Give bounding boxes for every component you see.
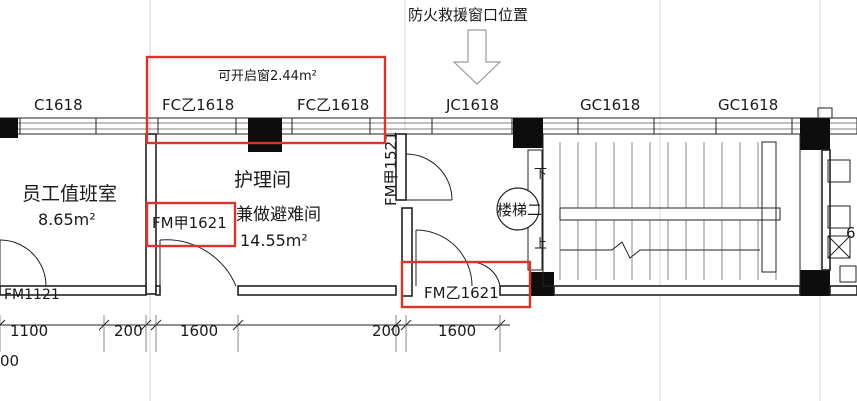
highlight-openable-window	[145, 55, 387, 145]
dimension-line	[0, 315, 510, 352]
window-label-c1618: C1618	[34, 96, 83, 114]
dim-partial: 00	[0, 352, 19, 370]
window-label-gc1618-right: GC1618	[718, 96, 778, 114]
stair-down-label: 下	[534, 167, 547, 182]
window-label-jc1618: JC1618	[445, 96, 499, 114]
dim-1600-right: 1600	[438, 322, 476, 340]
highlight-boxes	[145, 55, 532, 309]
duty-room-area: 8.65m²	[38, 210, 96, 229]
interior-walls	[0, 133, 857, 297]
stair-up-label: 上	[534, 237, 547, 252]
openable-window-note: 可开启窗2.44m²	[218, 68, 317, 84]
door-swings	[0, 153, 501, 287]
door-label-fm-jia-1521: FM甲1521	[382, 131, 400, 206]
dimension-tick	[0, 319, 6, 326]
nurse-room-name: 护理间	[234, 169, 291, 191]
stair-tag: 楼梯二	[497, 201, 542, 219]
edge-digit: 6	[846, 224, 856, 242]
dim-200-right: 200	[372, 322, 401, 340]
highlight-fm-yi-1621	[400, 260, 532, 309]
structural-columns	[0, 118, 830, 296]
nurse-room-area: 14.55m²	[240, 231, 308, 250]
staircase	[527, 133, 801, 287]
stair-tag-circle	[496, 187, 540, 231]
window-label-fc1618-right: FC乙1618	[297, 96, 369, 114]
dim-1100: 1100	[10, 322, 48, 340]
dim-1600-left: 1600	[180, 322, 218, 340]
exterior-window-wall	[0, 117, 857, 135]
dim-200-left: 200	[114, 322, 143, 340]
rescue-arrow-icon	[452, 29, 502, 85]
rescue-window-note: 防火救援窗口位置	[408, 6, 528, 24]
door-label-fm1121: FM1121	[4, 287, 60, 303]
duty-room-name: 员工值班室	[22, 183, 117, 205]
door-label-fm-jia-1621: FM甲1621	[152, 214, 227, 232]
nurse-room-sub: 兼做避难间	[236, 205, 321, 225]
door-label-fm-yi-1621: FM乙1621	[424, 284, 499, 302]
right-fixtures	[817, 107, 857, 283]
window-label-gc1618-left: GC1618	[580, 96, 640, 114]
highlight-fm-jia-1621	[145, 201, 237, 248]
window-label-fc1618-left: FC乙1618	[162, 96, 234, 114]
